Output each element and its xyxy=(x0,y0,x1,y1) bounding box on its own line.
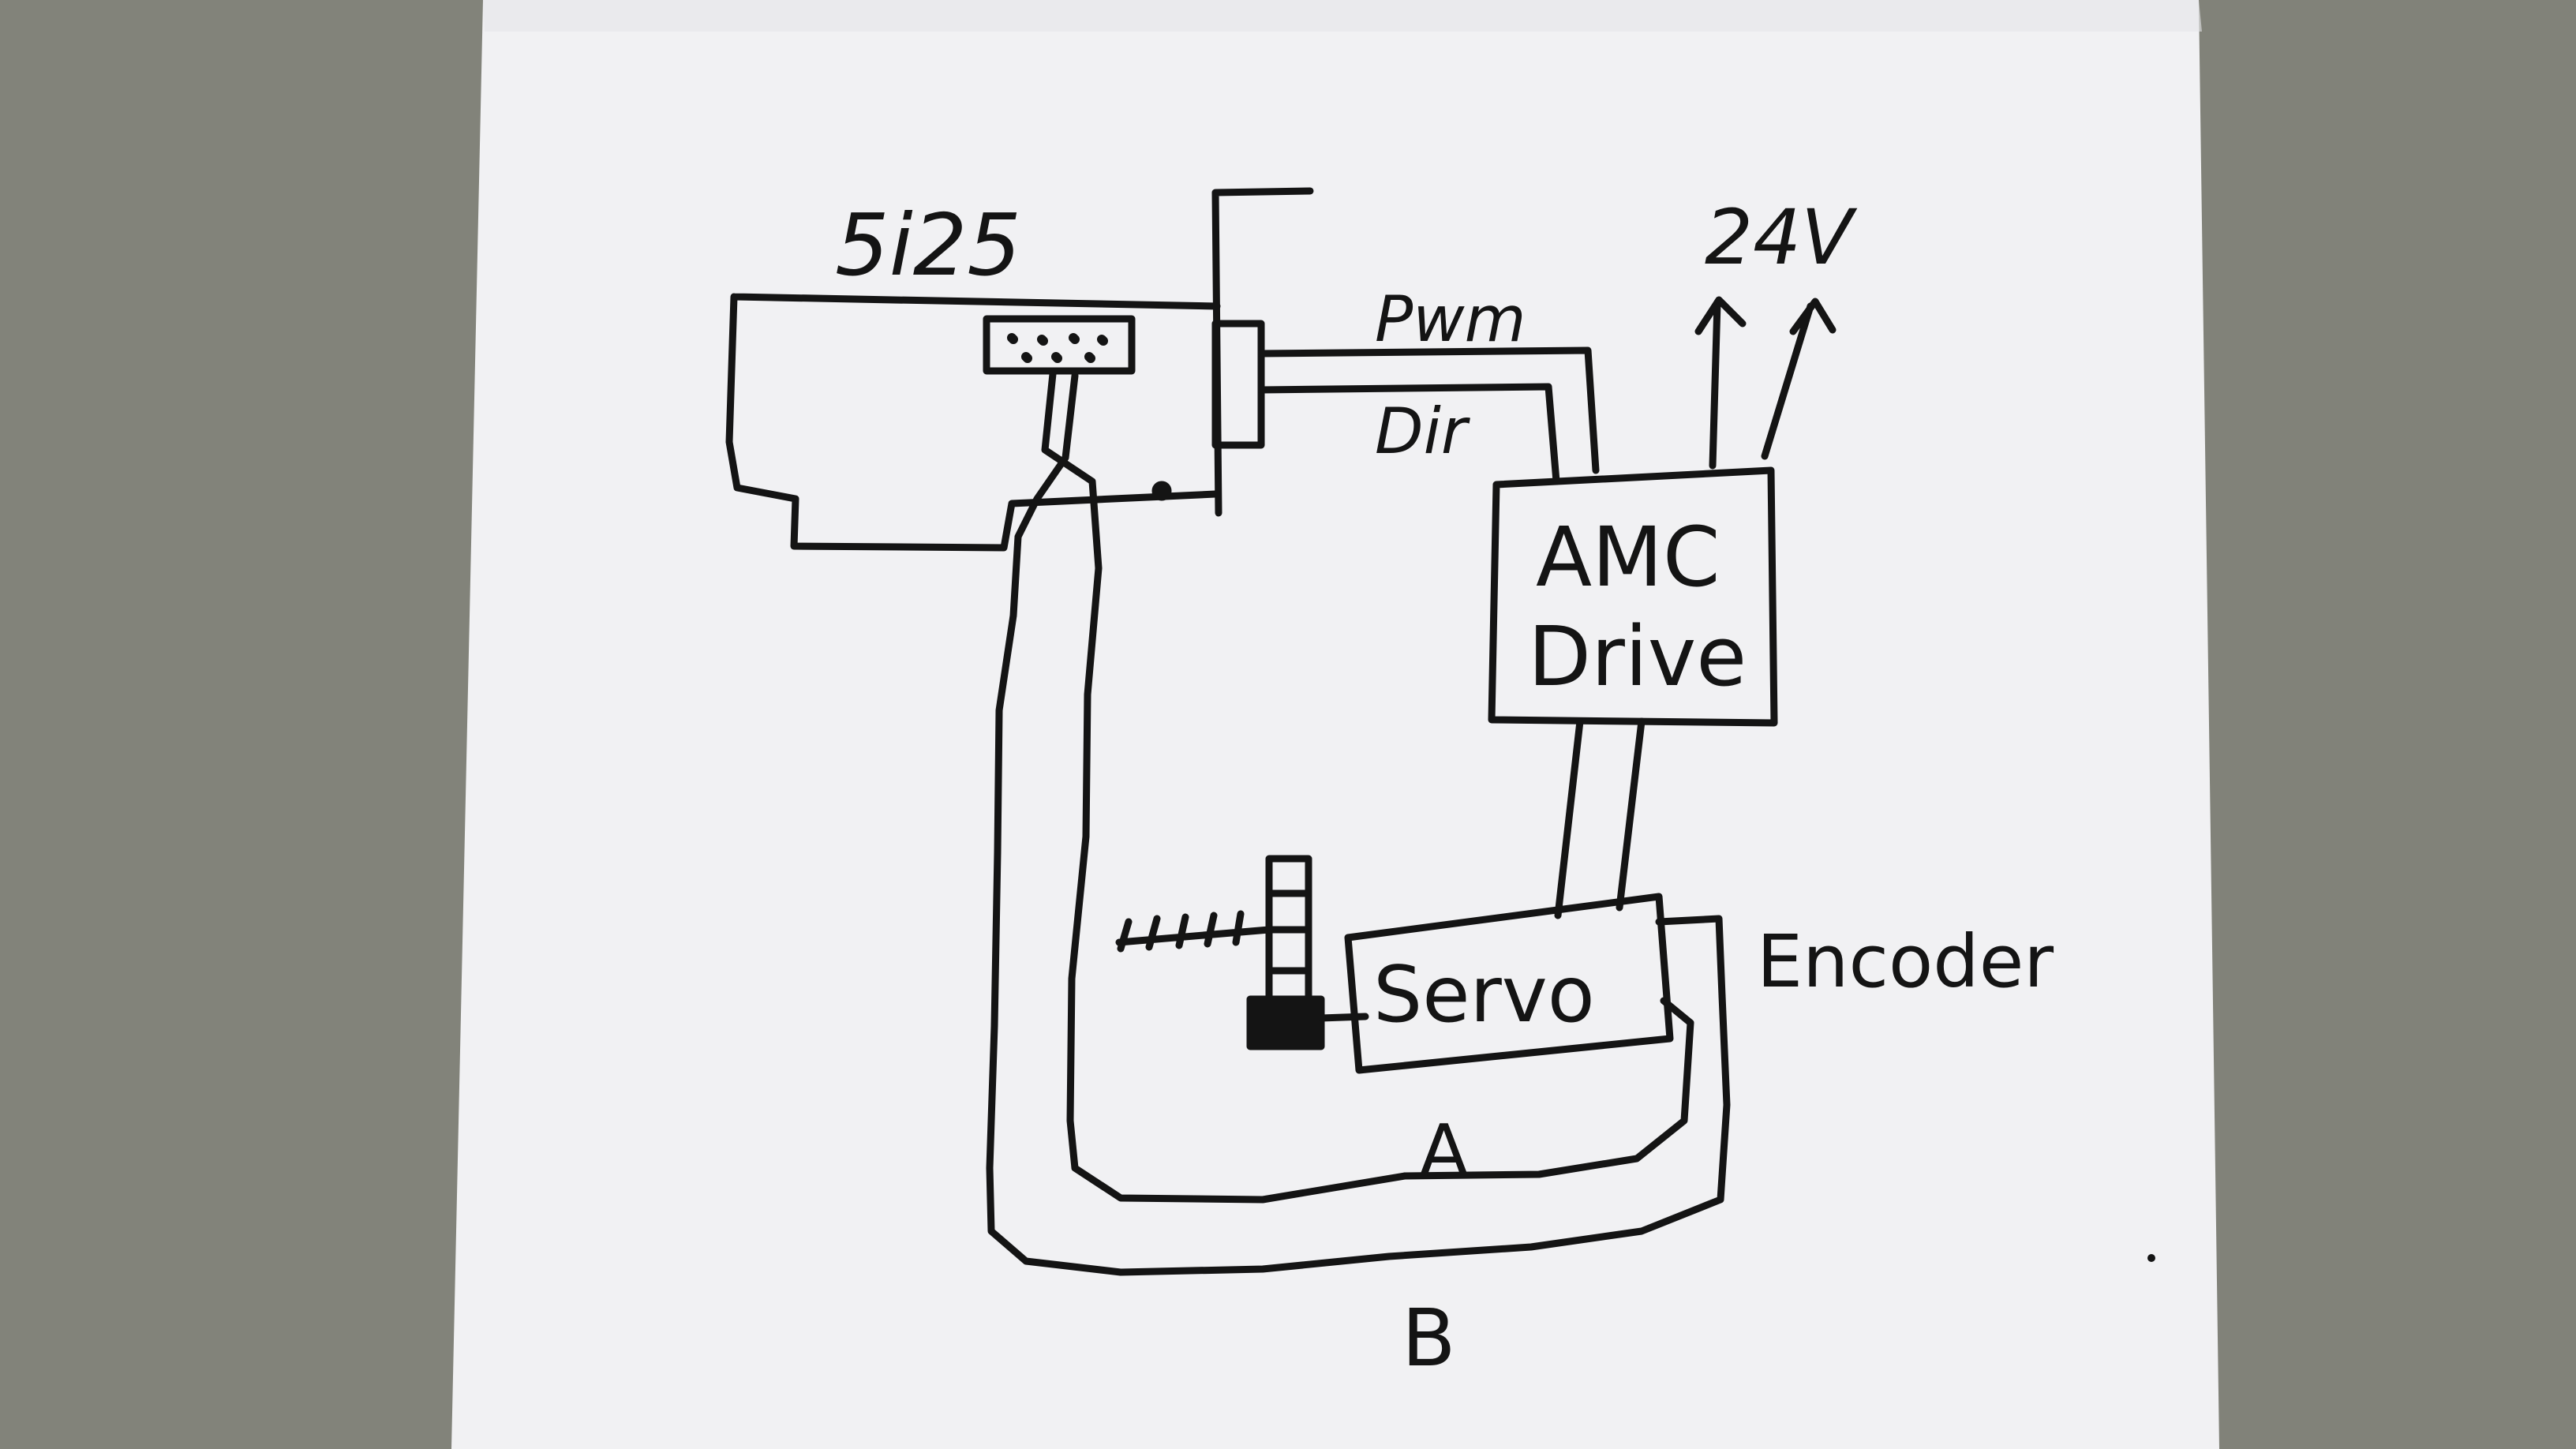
encoder-label: Encoder xyxy=(1757,919,2054,1004)
coupling-block xyxy=(1246,995,1325,1050)
motor-lead-2 xyxy=(1616,717,1646,912)
ink-speck xyxy=(2147,1254,2155,1262)
dir-label: Dir xyxy=(1375,395,1471,468)
motor-lead-1 xyxy=(1554,717,1584,919)
lead-screw xyxy=(1115,910,1273,953)
power-wire-2 xyxy=(1761,298,1837,460)
pwm-label: Pwm xyxy=(1375,283,1526,356)
gear-teeth xyxy=(1265,889,1312,975)
channel-b-label: B xyxy=(1402,1292,1456,1384)
channel-a-label: A xyxy=(1419,1109,1469,1193)
paper-shadow xyxy=(483,0,2202,32)
floor-shade-right xyxy=(2194,0,2576,1449)
drive-label-line2: Drive xyxy=(1528,608,1747,705)
drive-label-line1: AMC xyxy=(1536,509,1720,605)
drawing-ink xyxy=(725,187,1837,1276)
servo-box xyxy=(1344,893,1674,1074)
servo-label: Servo xyxy=(1373,950,1595,1040)
header-pins xyxy=(1007,333,1108,363)
encoder-cable-a xyxy=(1041,370,1694,1204)
power-wire-1 xyxy=(1694,296,1747,470)
encoder-cable-b xyxy=(986,372,1731,1276)
floor-shade-left xyxy=(0,0,489,1449)
encoder-bracket xyxy=(1655,915,1726,1000)
dir-wire xyxy=(1257,383,1560,485)
pwm-wire xyxy=(1257,346,1600,474)
coupling-to-servo xyxy=(1317,1013,1369,1022)
board-outline xyxy=(725,293,1221,552)
power-label: 24V xyxy=(1705,193,1858,282)
cable-junction-dot xyxy=(1151,481,1172,501)
board-label: 5i25 xyxy=(835,197,1021,295)
bracket-connector xyxy=(1211,320,1265,449)
paper-sheet xyxy=(451,0,2219,1449)
board-header-connector xyxy=(983,315,1136,375)
drive-box xyxy=(1488,466,1778,727)
